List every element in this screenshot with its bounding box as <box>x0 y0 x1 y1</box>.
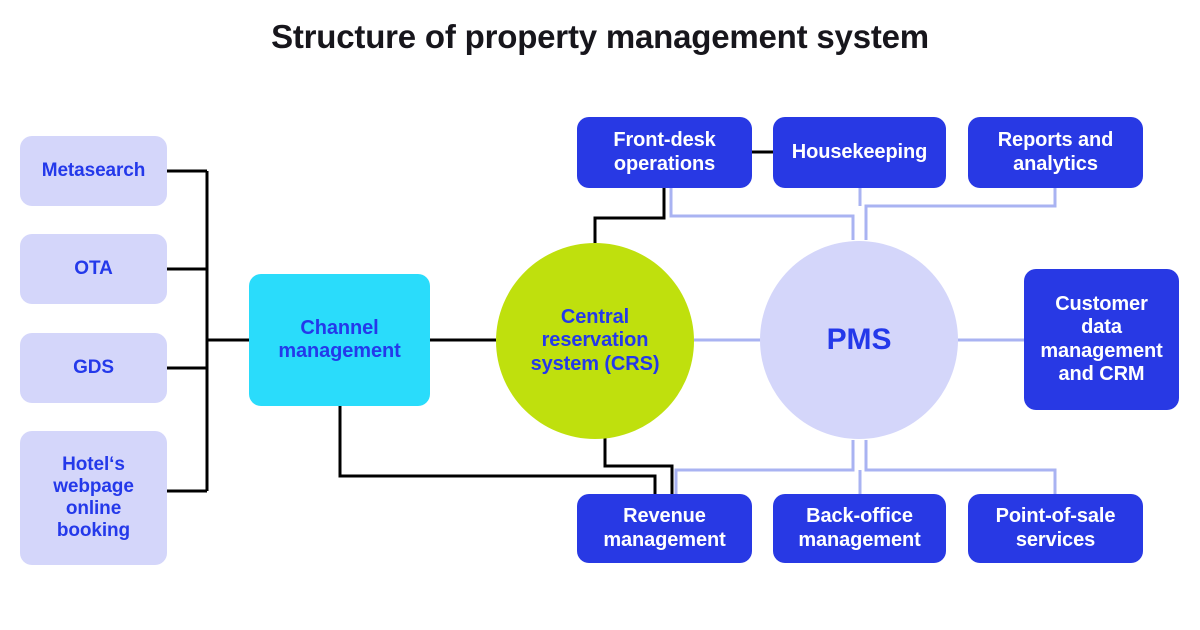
node-label: Hotel‘s webpage online booking <box>53 453 134 542</box>
node-label: GDS <box>73 356 114 378</box>
node-gds[interactable]: GDS <box>20 333 167 403</box>
edge-channel-revenue <box>338 406 657 494</box>
node-ota[interactable]: OTA <box>20 234 167 304</box>
node-label: Channel management <box>278 316 401 362</box>
edges-light <box>669 188 1057 494</box>
node-label: Reports and analytics <box>997 129 1114 175</box>
node-revenue-management[interactable]: Revenue management <box>577 494 752 563</box>
node-label: Revenue management <box>603 505 726 551</box>
edge-frontdesk-crs <box>593 188 666 243</box>
node-label: PMS <box>826 322 892 356</box>
node-channel-management[interactable]: Channel management <box>249 274 430 406</box>
node-back-office-management[interactable]: Back-office management <box>773 494 946 563</box>
node-metasearch[interactable]: Metasearch <box>20 136 167 206</box>
node-label: Point-of-sale services <box>995 505 1116 551</box>
edges-dark <box>167 150 773 494</box>
node-point-of-sale-services[interactable]: Point-of-sale services <box>968 494 1143 563</box>
node-customer-data-management-and-crm[interactable]: Customer data management and CRM <box>1024 269 1179 410</box>
node-pms[interactable]: PMS <box>760 241 958 439</box>
edge-pms-top-trunk-b <box>864 188 1057 240</box>
node-label: Front-desk operations <box>613 129 716 175</box>
node-reports-and-analytics[interactable]: Reports and analytics <box>968 117 1143 188</box>
node-front-desk-operations[interactable]: Front-desk operations <box>577 117 752 188</box>
page-title: Structure of property management system <box>271 18 929 55</box>
node-central-reservation-system[interactable]: Central reservation system (CRS) <box>496 243 694 439</box>
node-housekeeping[interactable]: Housekeeping <box>773 117 946 188</box>
edge-pms-top-trunk-a <box>669 188 855 240</box>
node-label: Customer data management and CRM <box>1040 293 1163 385</box>
edge-pms-bottom-trunk-a <box>674 440 855 494</box>
node-hotel-webpage[interactable]: Hotel‘s webpage online booking <box>20 431 167 565</box>
node-label: OTA <box>74 257 113 279</box>
node-label: Back-office management <box>798 505 921 551</box>
edge-pms-bottom-trunk-b <box>864 440 1057 494</box>
edge-crs-revenue <box>603 438 674 494</box>
node-label: Central reservation system (CRS) <box>530 306 660 375</box>
node-label: Metasearch <box>41 159 146 181</box>
node-label: Housekeeping <box>791 140 928 163</box>
